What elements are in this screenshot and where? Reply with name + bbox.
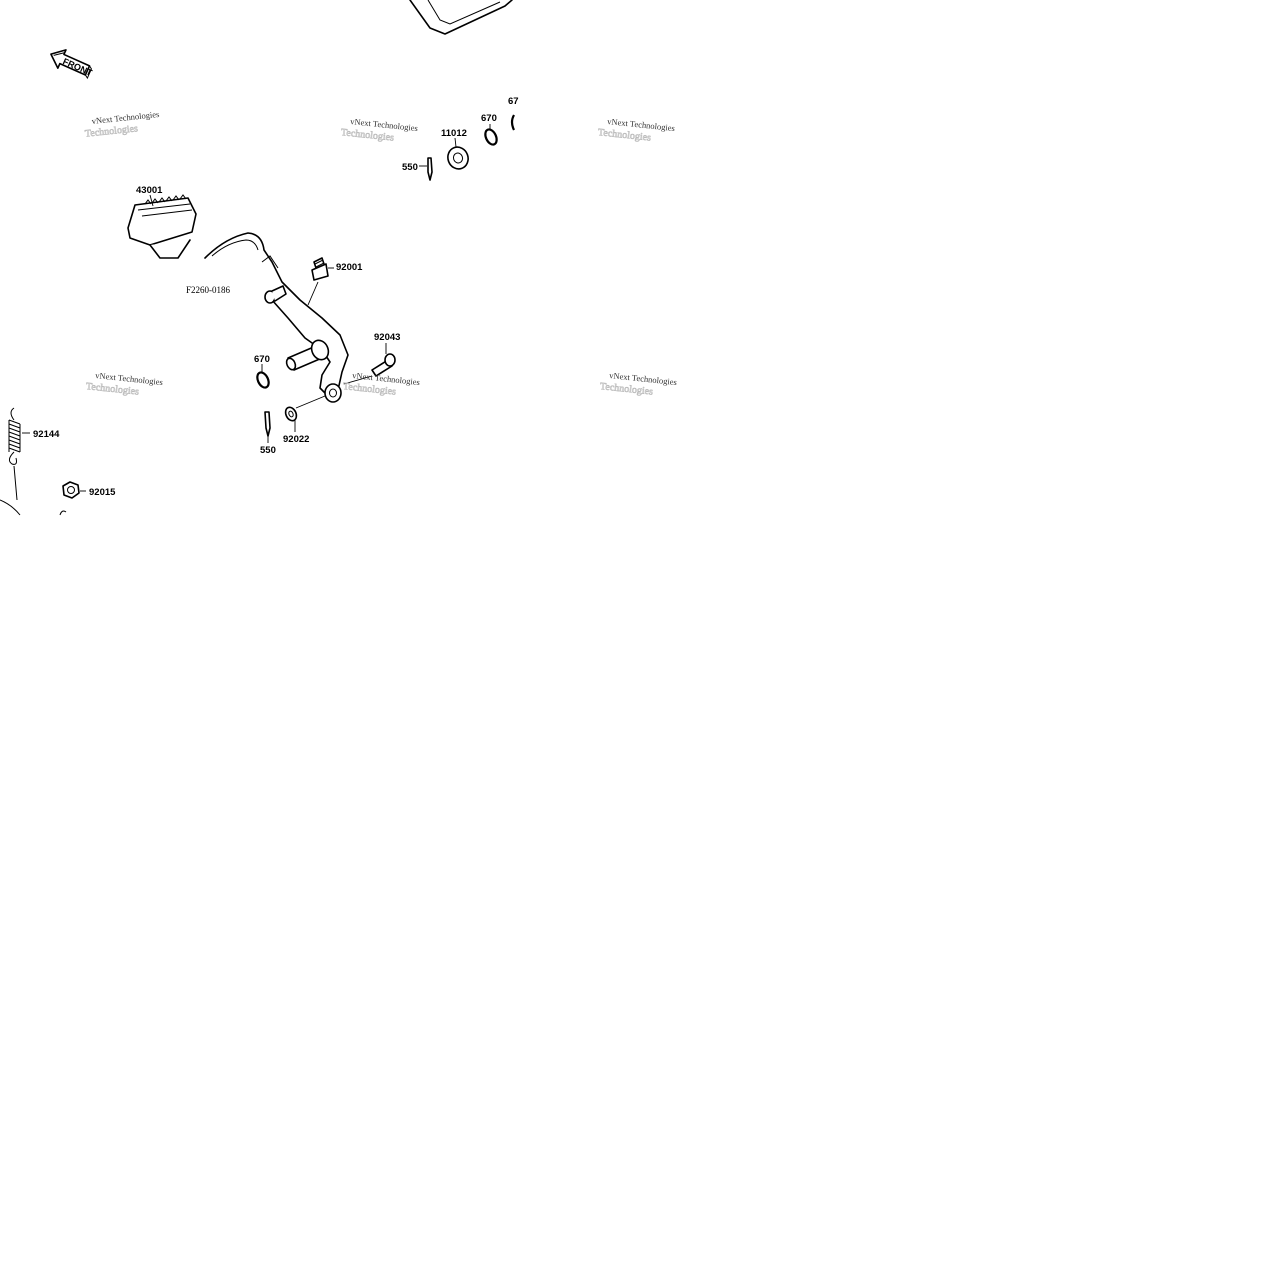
front-arrow-label: FRONT bbox=[61, 56, 94, 78]
o-ring-670-middle-part bbox=[256, 364, 270, 389]
label-92001: 92001 bbox=[336, 262, 363, 273]
bolt-92001-part bbox=[307, 257, 334, 306]
watermark-1: vNext Technologies Technologies bbox=[84, 109, 160, 140]
clevis-pin-92043-part bbox=[343, 343, 396, 385]
label-92144: 92144 bbox=[33, 429, 60, 440]
ring-670-right-part bbox=[510, 114, 515, 131]
watermark-2: vNext Technologies Technologies bbox=[340, 116, 418, 144]
cotter-pin-550-bottom-part bbox=[264, 411, 271, 443]
label-92015: 92015 bbox=[89, 487, 116, 498]
watermark-6: vNext Technologies Technologies bbox=[599, 370, 677, 398]
label-670-right: 67 bbox=[508, 96, 519, 107]
label-550-top: 550 bbox=[402, 162, 418, 173]
pedal-step-43001-part bbox=[127, 194, 197, 259]
brake-pedal-arm-part bbox=[204, 232, 349, 403]
front-arrow-icon: FRONT bbox=[50, 49, 94, 80]
label-92022: 92022 bbox=[283, 434, 309, 445]
svg-text:vNext Technologies: vNext Technologies bbox=[91, 109, 160, 126]
upper-bracket-part bbox=[409, 0, 513, 35]
label-43001: 43001 bbox=[136, 185, 163, 196]
cotter-pin-550-top-part bbox=[419, 157, 433, 181]
washer-92022-part bbox=[284, 395, 326, 432]
diagram-code: F2260-0186 bbox=[186, 285, 231, 295]
label-92043: 92043 bbox=[374, 332, 400, 343]
watermark-3: vNext Technologies Technologies bbox=[597, 116, 675, 144]
watermark-4: vNext Technologies Technologies bbox=[85, 370, 163, 398]
washer-11012-part bbox=[447, 137, 469, 170]
label-11012: 11012 bbox=[441, 128, 467, 139]
label-670-middle: 670 bbox=[254, 354, 270, 365]
label-550-bottom: 550 bbox=[260, 445, 276, 456]
watermark-5: vNext Technologies Technologies bbox=[342, 370, 420, 398]
label-670-top: 670 bbox=[481, 113, 497, 124]
o-ring-670-part bbox=[484, 124, 498, 146]
spring-92144-part bbox=[8, 407, 30, 501]
nut-92015-part bbox=[62, 481, 86, 499]
lower-left-partial-part bbox=[0, 499, 67, 516]
